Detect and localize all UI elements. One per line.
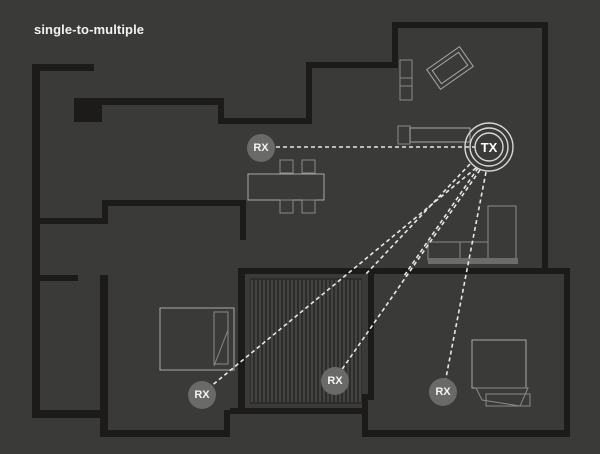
wall xyxy=(240,200,246,240)
wall xyxy=(100,430,230,437)
receiver-balcony: RX xyxy=(321,367,349,395)
receiver-bedroom-left: RX xyxy=(188,381,216,409)
furniture xyxy=(159,46,531,407)
bed-footboard xyxy=(485,393,531,407)
tx-ring-inner xyxy=(474,132,504,162)
balcony-floor xyxy=(250,278,362,404)
wall xyxy=(368,268,374,400)
bed-fold xyxy=(213,329,229,367)
armchair xyxy=(426,46,474,90)
tv-counter xyxy=(428,258,518,264)
tv-stand xyxy=(427,241,461,261)
transmitter-label: TX xyxy=(480,139,498,155)
receiver-top: RX xyxy=(247,134,275,162)
wall xyxy=(392,22,546,28)
wall xyxy=(32,64,40,414)
signal-lines xyxy=(203,146,488,393)
cabinet xyxy=(399,59,413,101)
side-table xyxy=(397,125,411,145)
tx-ring-outer xyxy=(464,122,514,172)
chair xyxy=(301,159,316,174)
tv-stand xyxy=(459,241,489,261)
receiver-bedroom-right: RX xyxy=(429,378,457,406)
sofa xyxy=(409,127,471,143)
chair xyxy=(301,199,316,214)
signal-line xyxy=(443,171,487,389)
bed xyxy=(471,339,527,389)
transmitter-rings xyxy=(464,122,514,172)
wall xyxy=(32,64,94,71)
signal-line xyxy=(335,169,481,379)
wall-column xyxy=(74,100,102,122)
wall xyxy=(362,430,570,437)
wall xyxy=(100,275,108,435)
dining-table xyxy=(247,173,325,201)
chair xyxy=(279,159,294,174)
wall xyxy=(392,22,398,68)
wall xyxy=(374,268,568,274)
diagram-title: single-to-multiple xyxy=(34,22,145,37)
chair xyxy=(279,199,294,214)
wall xyxy=(32,410,106,418)
wall xyxy=(306,64,312,124)
wall xyxy=(40,218,108,224)
cabinet-handle xyxy=(399,77,413,87)
wall xyxy=(102,200,246,206)
wall xyxy=(542,22,548,272)
wall xyxy=(74,98,224,105)
wall xyxy=(564,268,570,436)
tx-ring-middle xyxy=(469,127,509,167)
shelf xyxy=(487,205,517,261)
wall xyxy=(238,268,374,274)
wall xyxy=(362,394,368,436)
wall xyxy=(218,118,312,124)
signal-line xyxy=(403,167,479,277)
bed xyxy=(159,307,235,371)
bed-pillow xyxy=(213,311,229,365)
wall xyxy=(238,268,245,414)
wall xyxy=(218,98,224,124)
wall xyxy=(306,62,396,68)
walls xyxy=(32,22,570,437)
bed-blanket xyxy=(475,387,529,407)
wall xyxy=(224,410,230,436)
signal-line xyxy=(365,163,471,275)
wall xyxy=(230,408,366,414)
wall xyxy=(40,275,78,281)
wall xyxy=(102,200,108,224)
